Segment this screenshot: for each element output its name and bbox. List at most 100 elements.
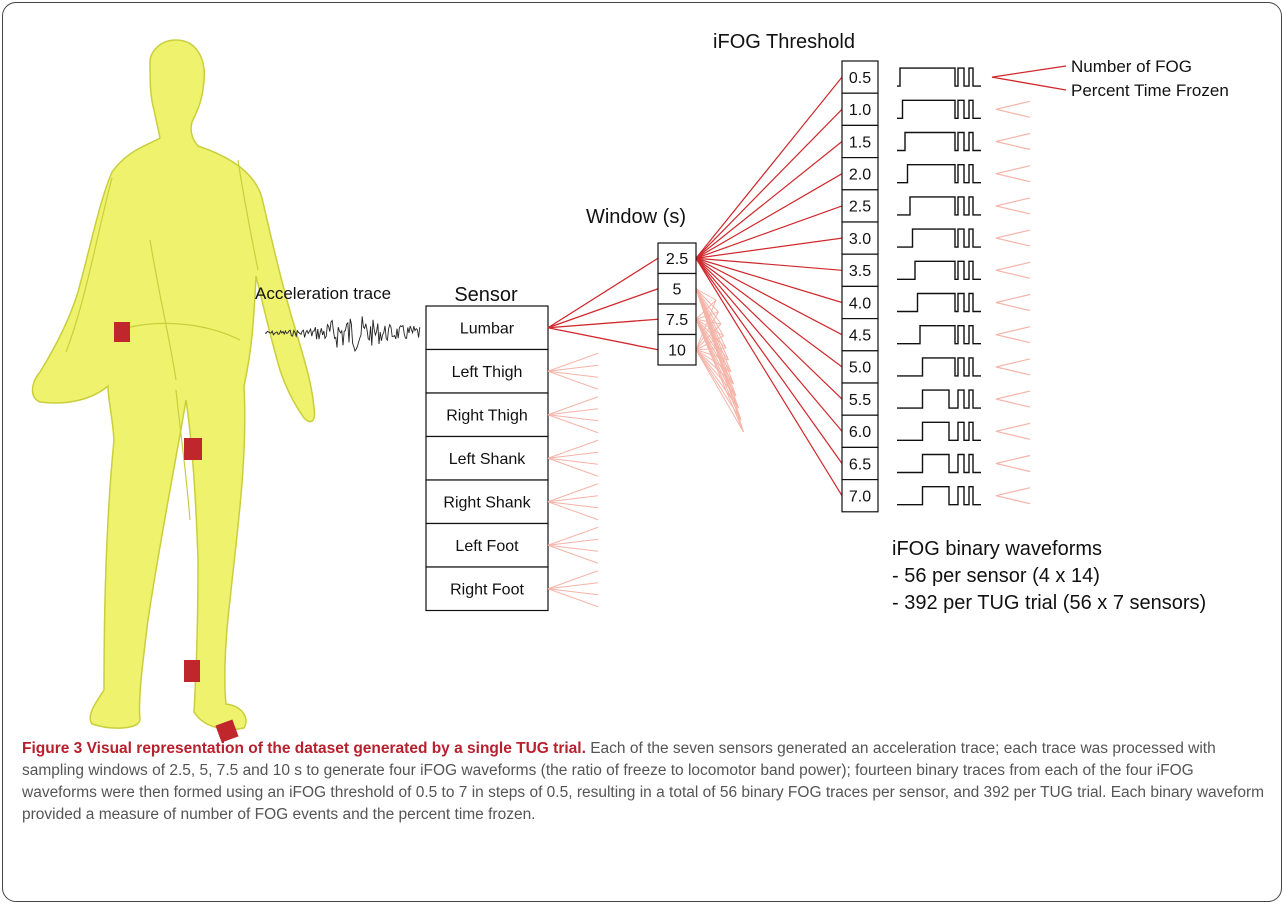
- binary-waveform: [897, 389, 981, 409]
- window-threshold-link: [695, 257, 843, 432]
- sensor-fan-link: [547, 570, 599, 590]
- sensor-fan-link: [547, 439, 599, 459]
- threshold-box: [841, 124, 879, 159]
- window-fan-link: [695, 318, 732, 373]
- output-arrow: [995, 326, 1031, 344]
- window-fan-link: [695, 323, 722, 351]
- window-fan-link: [695, 318, 729, 361]
- binary-waveforms: [897, 65, 1067, 506]
- window-threshold-link: [695, 173, 843, 259]
- output-arrow: [995, 229, 1031, 247]
- output-arrow: [995, 261, 1031, 279]
- sensor-label: Lumbar: [460, 321, 515, 338]
- threshold-label: 0.5: [849, 70, 871, 87]
- window-threshold-link: [695, 257, 843, 336]
- sensor-fan-link: [547, 370, 599, 378]
- sensor-window-link: [547, 327, 659, 351]
- threshold-label: 3.5: [849, 263, 871, 280]
- lumbar-sensor-patch: [114, 322, 130, 342]
- window-threshold-link: [695, 257, 843, 497]
- sensor-fan-link: [547, 408, 599, 416]
- sensor-box: [425, 566, 549, 612]
- window-box: [657, 333, 697, 366]
- window-fan-link: [695, 349, 744, 433]
- sensor-fan-link: [547, 451, 599, 459]
- foot-sensor-patch: [215, 719, 239, 743]
- sensor-window-link: [547, 318, 659, 329]
- output-arrow: [995, 454, 1031, 473]
- human-body-figure: [31, 39, 316, 743]
- output-arrow: [995, 165, 1031, 183]
- window-fan-link: [695, 299, 717, 350]
- sensor-fan-link: [547, 414, 599, 422]
- threshold-box: [841, 479, 879, 513]
- sensor-fan-link: [547, 370, 599, 390]
- window-fan-link: [695, 349, 739, 409]
- threshold-label: 4.0: [849, 295, 871, 312]
- body-shading-back: [119, 239, 241, 521]
- threshold-box: [841, 253, 879, 287]
- output-percent-time-frozen: Percent Time Frozen: [1071, 81, 1229, 100]
- threshold-label: 6.0: [849, 424, 871, 441]
- acceleration-trace-signal: [264, 316, 421, 352]
- threshold-box: [841, 446, 879, 481]
- threshold-label: 5.5: [849, 392, 871, 409]
- sensor-label: Right Shank: [443, 495, 531, 512]
- binary-waveform: [897, 196, 981, 216]
- sensor-heading: Sensor: [454, 284, 518, 306]
- binary-waveform: [897, 421, 981, 441]
- acceleration-trace-label: Acceleration trace: [255, 284, 391, 303]
- output-number-of-fog: Number of FOG: [1071, 57, 1192, 76]
- binary-waveform: [897, 357, 981, 377]
- threshold-box: [841, 414, 879, 449]
- window-threshold-link: [695, 257, 843, 304]
- body-shading-arm: [65, 159, 259, 353]
- binary-waveform: [897, 292, 981, 313]
- caption-body: Each of the seven sensors generated an a…: [22, 740, 1265, 823]
- window-fan-link: [695, 311, 719, 320]
- waveforms-per-sensor: - 56 per sensor (4 x 14): [892, 565, 1100, 587]
- output-arrow: [995, 197, 1031, 215]
- sensor-fan-link: [547, 544, 599, 552]
- window-fan-link: [695, 288, 722, 325]
- sensor-fan-link: [547, 501, 599, 521]
- window-fan-link: [695, 288, 717, 301]
- sensor-fan-link: [547, 396, 599, 416]
- sensor-label: Left Foot: [455, 538, 519, 555]
- output-link: [991, 76, 1067, 91]
- window-label: 7.5: [666, 312, 688, 329]
- window-fan-link: [695, 349, 732, 373]
- output-arrow: [995, 422, 1031, 440]
- binary-waveform: [897, 325, 981, 345]
- window-heading: Window (s): [586, 206, 686, 228]
- thigh-sensor-patch: [184, 438, 202, 460]
- binary-waveform: [897, 228, 981, 248]
- sensor-fan-link: [547, 414, 599, 434]
- sensor-fan-link: [547, 588, 599, 596]
- threshold-box: [841, 60, 879, 94]
- window-fan-link: [695, 288, 724, 337]
- threshold-box: [841, 285, 879, 320]
- window-fan-link: [695, 299, 717, 320]
- binary-waveform: [897, 453, 981, 474]
- waveforms-title: iFOG binary waveforms: [892, 538, 1102, 560]
- window-box: [657, 303, 697, 336]
- threshold-label: 3.0: [849, 231, 871, 248]
- window-fan-link: [695, 311, 719, 351]
- threshold-column: 0.51.01.52.02.53.03.54.04.55.05.56.06.57…: [841, 60, 879, 513]
- window-threshold-link: [695, 257, 843, 368]
- threshold-label: 5.0: [849, 360, 871, 377]
- connector-lines: [547, 76, 843, 608]
- window-threshold-link: [695, 257, 843, 271]
- threshold-label: 4.5: [849, 327, 871, 344]
- sensor-fan-link: [547, 501, 599, 509]
- sensor-fan-link: [547, 457, 599, 465]
- sensor-fan-link: [547, 483, 599, 503]
- threshold-box: [841, 382, 879, 416]
- waveforms-per-trial: - 392 per TUG trial (56 x 7 sensors): [892, 592, 1206, 614]
- window-label: 2.5: [666, 251, 688, 268]
- output-arrow: [995, 358, 1031, 376]
- body-silhouette: [31, 39, 316, 731]
- window-fan-link: [695, 349, 742, 421]
- shank-sensor-patch: [184, 660, 200, 682]
